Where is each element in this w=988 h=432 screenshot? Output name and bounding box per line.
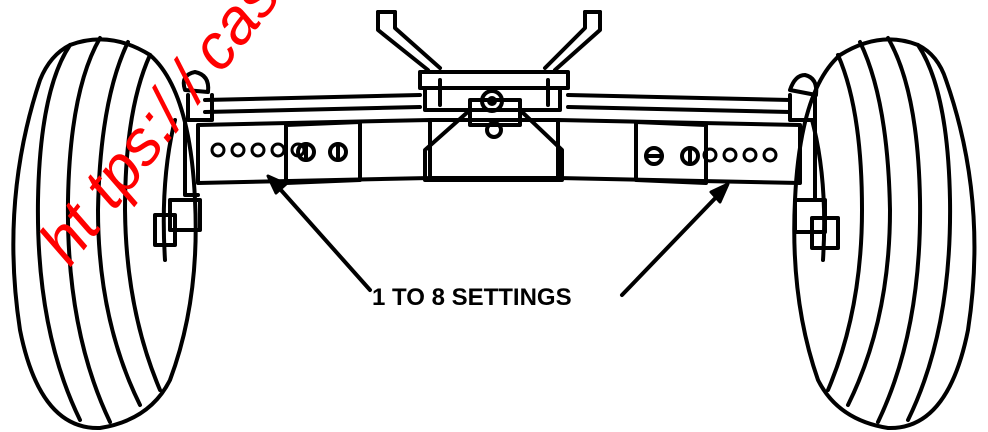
watermark-text: ht tps:/ / cas: [24, 0, 293, 277]
left-clamp-plate: [284, 120, 362, 185]
right-spindle: [788, 73, 840, 250]
left-callout-arrow: [266, 174, 372, 292]
center-bracket: [376, 10, 602, 182]
right-clamp-plate: [634, 120, 708, 185]
left-adjustment-holes: [210, 142, 306, 158]
left-tire: [11, 36, 198, 431]
settings-label: 1 TO 8 SETTINGS: [372, 284, 572, 311]
tie-rod: [203, 93, 792, 114]
right-adjustment-holes: [702, 147, 778, 163]
right-callout-arrow: [620, 182, 730, 297]
left-spindle: [153, 70, 214, 247]
